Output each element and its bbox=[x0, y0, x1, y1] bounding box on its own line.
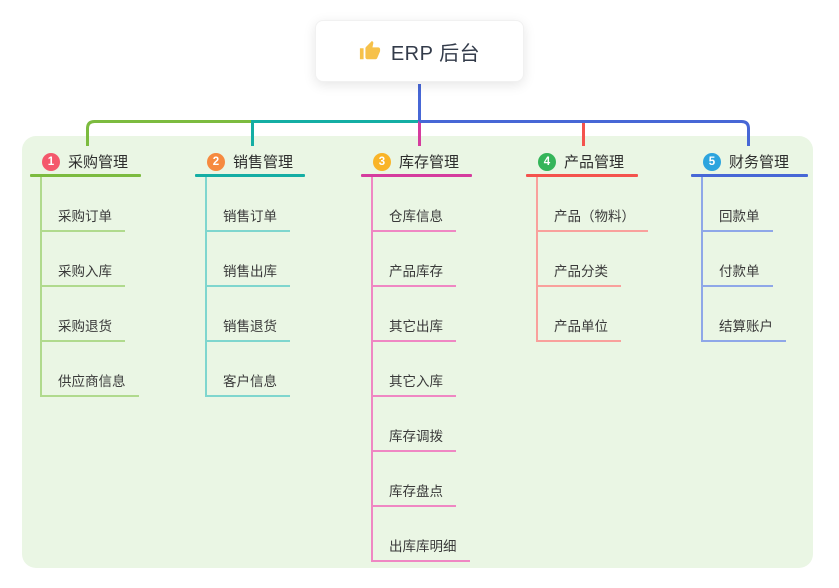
branch-badge: 4 bbox=[538, 152, 556, 171]
branch-item-label: 库存调拨 bbox=[389, 429, 443, 444]
branch-item-label: 供应商信息 bbox=[58, 374, 126, 389]
branch-item-label: 产品（物料） bbox=[554, 209, 635, 224]
branch-item-label: 销售订单 bbox=[223, 209, 277, 224]
branch-item[interactable]: 产品分类 bbox=[536, 232, 621, 287]
branch-items: 采购订单 采购入库 采购退货 供应商信息 bbox=[30, 177, 141, 397]
branch-item-label: 其它入库 bbox=[389, 374, 443, 389]
branch-item[interactable]: 采购入库 bbox=[40, 232, 125, 287]
branch-item[interactable]: 结算账户 bbox=[701, 287, 786, 342]
branch-items: 回款单 付款单 结算账户 bbox=[691, 177, 808, 342]
branch-item[interactable]: 产品（物料） bbox=[536, 177, 648, 232]
branch-title-purchase[interactable]: 1 采购管理 bbox=[30, 149, 141, 174]
branch-item-label: 采购退货 bbox=[58, 319, 112, 334]
branch-items: 销售订单 销售出库 销售退货 客户信息 bbox=[195, 177, 305, 397]
branch-badge: 1 bbox=[42, 152, 60, 171]
branch-item-label: 采购入库 bbox=[58, 264, 112, 279]
branch-item[interactable]: 仓库信息 bbox=[371, 177, 456, 232]
branch-item[interactable]: 采购订单 bbox=[40, 177, 125, 232]
branch-items-connector bbox=[701, 177, 703, 342]
branch-item-label: 其它出库 bbox=[389, 319, 443, 334]
branch-underline bbox=[30, 174, 141, 177]
root-node-label: ERP 后台 bbox=[390, 42, 481, 65]
branch-item[interactable]: 付款单 bbox=[701, 232, 773, 287]
branch-label: 库存管理 bbox=[399, 154, 460, 171]
branch-item[interactable]: 库存调拨 bbox=[371, 397, 456, 452]
branch-label: 产品管理 bbox=[564, 154, 625, 171]
branch-items: 仓库信息 产品库存 其它出库 其它入库 库存调拨 库存盘点 出库库明细 bbox=[361, 177, 472, 562]
branch-item-label: 结算账户 bbox=[719, 319, 773, 334]
branch-title-sales[interactable]: 2 销售管理 bbox=[195, 149, 305, 174]
branch-label: 销售管理 bbox=[233, 154, 294, 171]
branch-title-inventory[interactable]: 3 库存管理 bbox=[361, 149, 472, 174]
branch-title-product[interactable]: 4 产品管理 bbox=[526, 149, 638, 174]
branch-item[interactable]: 产品单位 bbox=[536, 287, 621, 342]
branch-item-label: 付款单 bbox=[719, 264, 760, 279]
branch-underline bbox=[195, 174, 305, 177]
branch-item[interactable]: 其它出库 bbox=[371, 287, 456, 342]
branch-item-label: 仓库信息 bbox=[389, 209, 443, 224]
branch-item[interactable]: 库存盘点 bbox=[371, 452, 456, 507]
branch-item-label: 产品库存 bbox=[389, 264, 443, 279]
branch-inventory: 3 库存管理 仓库信息 产品库存 其它出库 其它入库 库存调拨 库存盘点 出库库… bbox=[361, 149, 472, 562]
branch-sales: 2 销售管理 销售订单 销售出库 销售退货 客户信息 bbox=[195, 149, 305, 397]
branch-badge: 3 bbox=[373, 152, 391, 171]
branch-badge: 2 bbox=[207, 152, 225, 171]
branch-item[interactable]: 其它入库 bbox=[371, 342, 456, 397]
branches-panel bbox=[22, 136, 813, 568]
branch-label: 财务管理 bbox=[729, 154, 790, 171]
branch-item[interactable]: 出库库明细 bbox=[371, 507, 470, 562]
branch-title-finance[interactable]: 5 财务管理 bbox=[691, 149, 808, 174]
root-node[interactable]: ERP 后台 bbox=[315, 20, 524, 82]
branch-item-label: 产品单位 bbox=[554, 319, 608, 334]
branch-underline bbox=[691, 174, 808, 177]
branch-item-label: 客户信息 bbox=[223, 374, 277, 389]
branch-items-connector bbox=[205, 177, 207, 397]
branch-item[interactable]: 销售退货 bbox=[205, 287, 290, 342]
branch-item[interactable]: 供应商信息 bbox=[40, 342, 139, 397]
branch-purchase: 1 采购管理 采购订单 采购入库 采购退货 供应商信息 bbox=[30, 149, 141, 397]
branch-item-label: 销售出库 bbox=[223, 264, 277, 279]
branch-item-label: 库存盘点 bbox=[389, 484, 443, 499]
branch-item-label: 回款单 bbox=[719, 209, 760, 224]
branch-item-label: 产品分类 bbox=[554, 264, 608, 279]
branch-item-label: 出库库明细 bbox=[389, 539, 457, 554]
branch-underline bbox=[526, 174, 638, 177]
branch-item[interactable]: 产品库存 bbox=[371, 232, 456, 287]
branch-badge: 5 bbox=[703, 152, 721, 171]
branch-item[interactable]: 销售订单 bbox=[205, 177, 290, 232]
branch-item-label: 销售退货 bbox=[223, 319, 277, 334]
branch-label: 采购管理 bbox=[68, 154, 129, 171]
branch-item-label: 采购订单 bbox=[58, 209, 112, 224]
branch-items-connector bbox=[371, 177, 373, 562]
branch-item[interactable]: 采购退货 bbox=[40, 287, 125, 342]
branch-items-connector bbox=[40, 177, 42, 397]
branch-item[interactable]: 客户信息 bbox=[205, 342, 290, 397]
branch-underline bbox=[361, 174, 472, 177]
branch-item[interactable]: 销售出库 bbox=[205, 232, 290, 287]
branch-items: 产品（物料） 产品分类 产品单位 bbox=[526, 177, 648, 342]
branch-item[interactable]: 回款单 bbox=[701, 177, 773, 232]
branch-items-connector bbox=[536, 177, 538, 342]
branch-product: 4 产品管理 产品（物料） 产品分类 产品单位 bbox=[526, 149, 648, 342]
branch-finance: 5 财务管理 回款单 付款单 结算账户 bbox=[691, 149, 808, 342]
thumbs-up-icon bbox=[359, 40, 381, 62]
